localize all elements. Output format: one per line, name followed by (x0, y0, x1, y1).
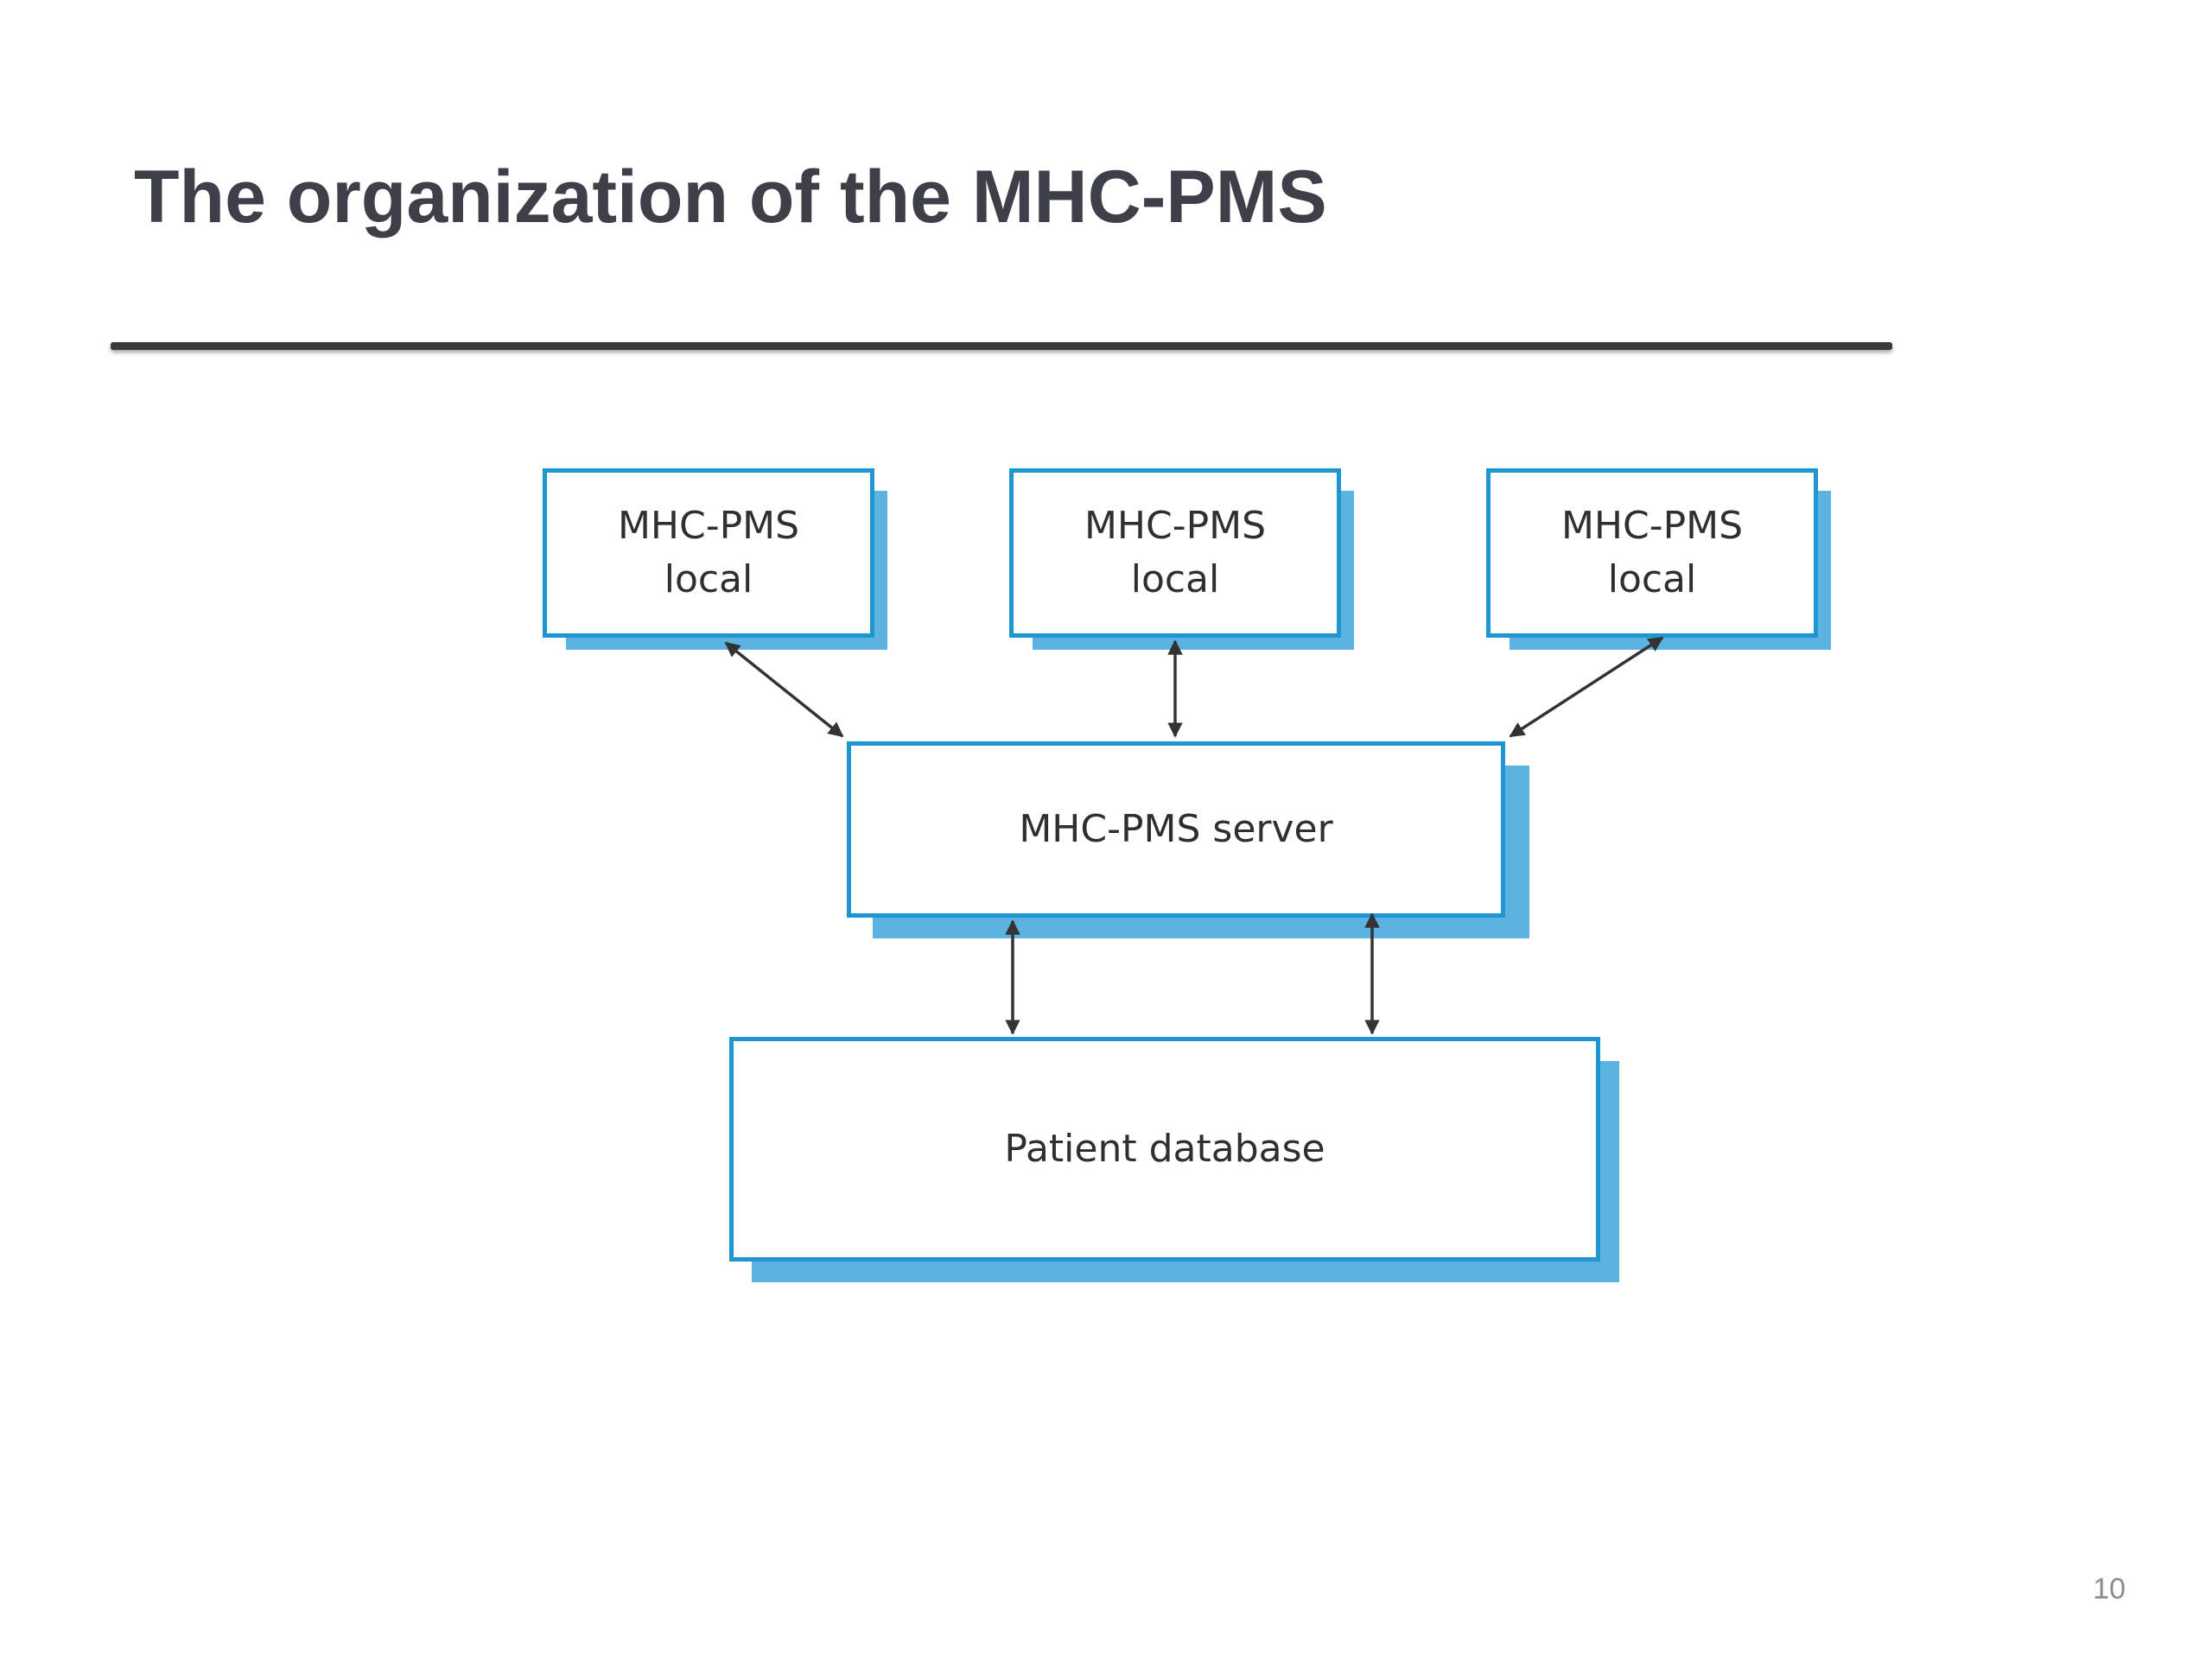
local-box-3-line1: MHC-PMS (1560, 504, 1744, 549)
page-number: 10 (2093, 1573, 2126, 1605)
arrow-local1-server (724, 641, 844, 738)
local-box-2-line2: local (1130, 557, 1220, 601)
server-box: MHC-PMS server (847, 741, 1505, 918)
server-box-label: MHC-PMS server (1019, 807, 1333, 852)
local-box-1-line2: local (664, 557, 753, 601)
database-box-label: Patient database (1004, 1127, 1325, 1172)
title-divider (111, 342, 1892, 350)
local-box-3: MHC-PMS local (1486, 468, 1818, 638)
local-box-1: MHC-PMS local (543, 468, 874, 638)
local-box-3-line2: local (1607, 557, 1697, 601)
database-box: Patient database (729, 1037, 1600, 1262)
slide-title: The organization of the MHC-PMS (134, 156, 1327, 238)
local-box-1-line1: MHC-PMS (617, 504, 800, 549)
arrow-local3-server (1509, 636, 1664, 738)
local-box-2-line1: MHC-PMS (1084, 504, 1267, 549)
local-box-2: MHC-PMS local (1009, 468, 1341, 638)
